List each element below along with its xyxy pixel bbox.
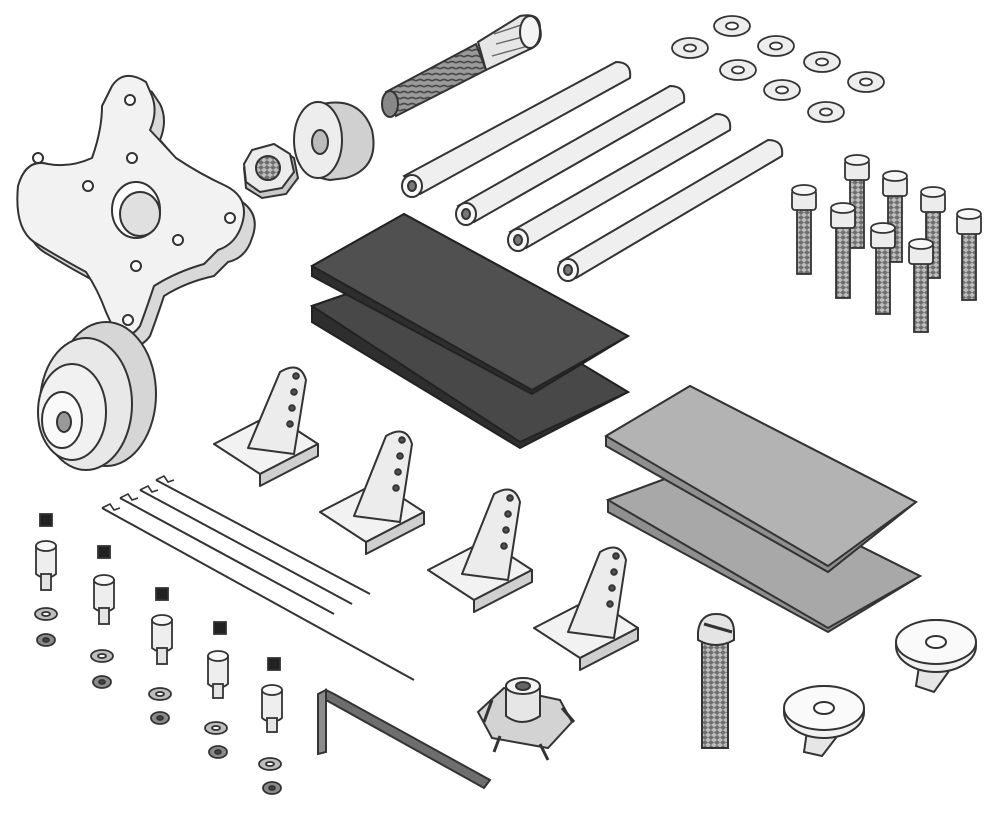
standoff-tube [507, 112, 732, 252]
tie-down-clip [783, 685, 865, 758]
collar-set [204, 621, 229, 759]
motor-mount-plate [16, 75, 256, 347]
socket-screw [844, 154, 870, 249]
socket-screw [830, 202, 856, 299]
collar-set [34, 513, 58, 647]
washer [671, 37, 709, 59]
socket-head-screws [791, 154, 982, 333]
collar-set [148, 587, 173, 725]
pushrod [119, 492, 335, 615]
standoff-tube [557, 138, 784, 282]
standoff-tube [455, 84, 686, 226]
socket-screw [870, 222, 896, 315]
slotted-screw [697, 612, 735, 749]
collar-set [258, 657, 283, 795]
gray-plates [604, 384, 923, 634]
control-horn [533, 546, 639, 671]
collar-set [90, 545, 115, 689]
dark-plate [309, 212, 631, 396]
flat-washers [671, 15, 885, 123]
dark-plates [309, 212, 631, 450]
socket-screw [908, 238, 934, 333]
allen-key [317, 688, 492, 790]
control-horns [213, 366, 639, 671]
washer [807, 101, 845, 123]
control-horn [427, 488, 533, 613]
socket-screw [791, 184, 817, 275]
pushrods [101, 474, 415, 681]
washer [719, 59, 757, 81]
standoff-tubes [401, 60, 784, 282]
washer [847, 71, 885, 93]
pushrod [155, 474, 371, 595]
tapered-adapter [381, 14, 542, 118]
spinner-hub [37, 321, 157, 471]
washer [757, 35, 795, 57]
wheel-collar-sets [34, 513, 283, 795]
hex-nut [242, 142, 300, 200]
control-horn [319, 430, 425, 555]
washer [763, 79, 801, 101]
tie-down-clip [895, 619, 977, 694]
washer [803, 51, 841, 73]
spacer-collar [293, 101, 375, 182]
socket-screw [956, 208, 982, 301]
control-horn [213, 366, 319, 487]
blind-nut [476, 677, 576, 761]
standoff-tube [401, 60, 632, 198]
pushrod [101, 502, 415, 681]
gray-plate [604, 384, 918, 574]
tie-down-clips [783, 619, 977, 758]
washer [713, 15, 751, 37]
pushrod [139, 484, 353, 605]
